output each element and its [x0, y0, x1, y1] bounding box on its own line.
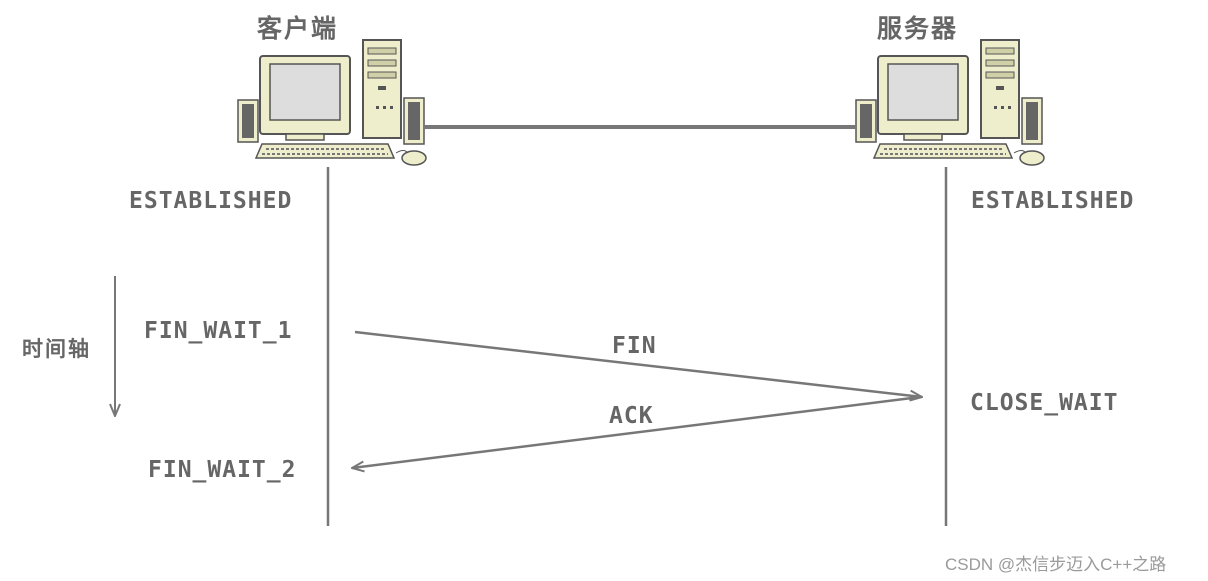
client-state-established: ESTABLISHED — [129, 188, 293, 214]
client-title: 客户端 — [257, 14, 339, 43]
client-state-fin-wait-2: FIN_WAIT_2 — [148, 457, 297, 483]
watermark: CSDN @杰信步迈入C++之路 — [945, 555, 1167, 574]
server-title: 服务器 — [877, 14, 959, 43]
client-state-fin-wait-1: FIN_WAIT_1 — [144, 318, 293, 344]
server-state-close-wait: CLOSE_WAIT — [970, 390, 1119, 416]
client-computer-icon — [237, 39, 427, 166]
ack-arrow — [352, 395, 921, 468]
server-state-established: ESTABLISHED — [971, 188, 1135, 214]
ack-label: ACK — [609, 403, 654, 429]
server-computer-icon — [855, 39, 1045, 166]
fin-label: FIN — [612, 333, 657, 359]
fin-arrow — [354, 330, 922, 397]
time-axis-label: 时间轴 — [22, 336, 91, 361]
